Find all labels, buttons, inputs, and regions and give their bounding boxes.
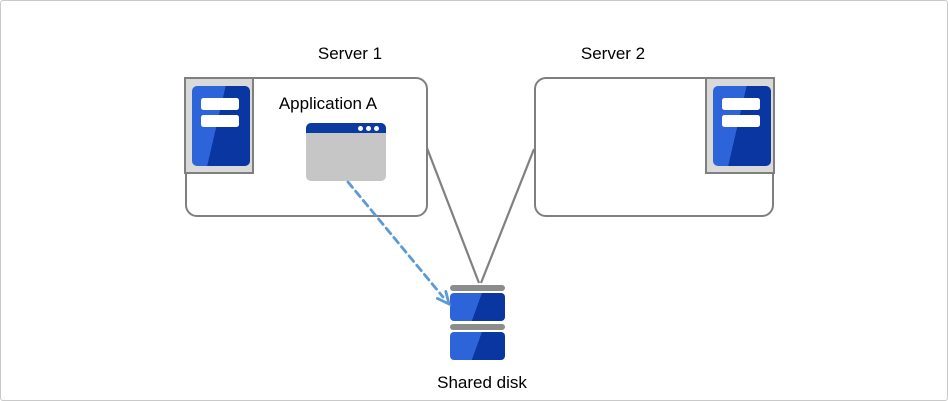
disk-cap [450,324,505,330]
connector-server2-to-disk [479,148,536,284]
server-slot-icon [201,115,239,127]
server1-icon-box [184,77,254,174]
titlebar-dot-icon [358,125,363,131]
application-a-label: Application A [278,94,378,113]
server2-icon-box [705,77,775,174]
server-slot-icon [201,98,239,110]
titlebar-dot-icon [374,125,379,131]
connector-server1-to-disk [425,147,481,284]
titlebar-dot-icon [366,125,371,131]
server2-label: Server 2 [580,44,646,63]
server-slot-icon [722,98,760,110]
server-slot-icon [722,115,760,127]
server-tower-icon [713,86,771,166]
disk-cap [450,285,505,291]
app-window-icon [306,123,386,181]
app-to-disk-arrowhead-icon [435,290,452,307]
shared-disk-label: Shared disk [437,373,527,392]
stacked-disk-icon [450,285,505,363]
server1-label: Server 1 [317,44,383,63]
server-tower-icon [192,86,250,166]
app-window-titlebar [306,123,386,133]
disk-unit [450,293,505,321]
disk-unit [450,332,505,360]
